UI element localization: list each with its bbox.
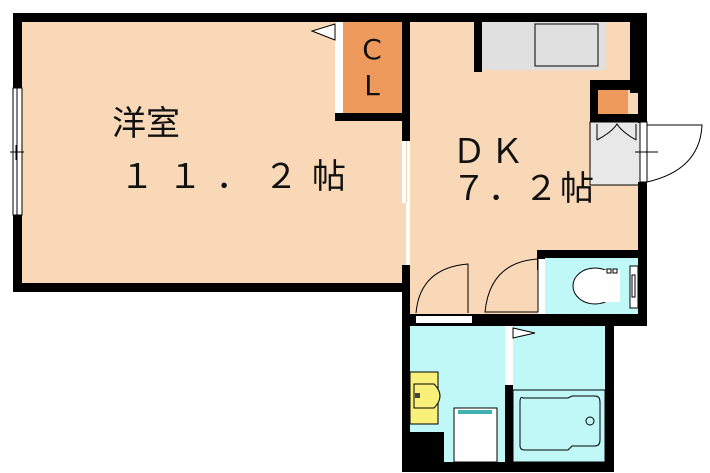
door-arrow-icon	[310, 23, 336, 41]
door-arrow-icon	[512, 327, 536, 339]
bathroom-door	[505, 326, 536, 385]
shoe-cabinet-door-icon	[596, 123, 637, 141]
western-room-name: 洋室	[112, 104, 180, 144]
kitchen-counter	[482, 22, 605, 70]
closet	[343, 22, 402, 113]
entrance-door	[635, 121, 703, 183]
dk-room-size: ７．２帖	[452, 169, 596, 209]
closet-door	[310, 22, 343, 113]
toilet-door	[484, 258, 545, 314]
dk-room-name: ＤＫ	[452, 132, 528, 172]
toilet-icon	[572, 265, 639, 309]
sink-icon	[534, 23, 599, 67]
sliding-door-western-dk	[402, 141, 410, 265]
washing-machine-icon	[453, 407, 498, 463]
washroom-door	[415, 263, 472, 323]
vanity-icon	[409, 371, 441, 425]
closet-label-line2: L	[364, 69, 380, 102]
entrance	[589, 90, 641, 186]
western-room-size: １１．２帖	[120, 157, 360, 197]
bathtub-icon	[512, 389, 606, 463]
closet-label-line1: C	[362, 33, 382, 66]
window-left	[10, 87, 24, 216]
